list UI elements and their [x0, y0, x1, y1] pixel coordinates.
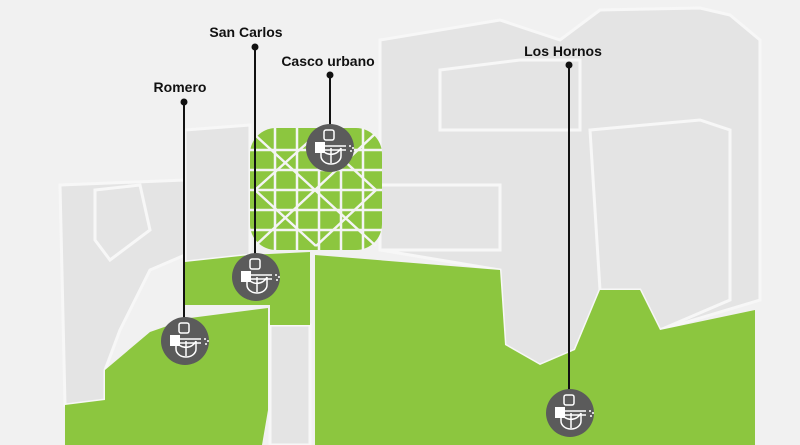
label-romero: Romero [153, 79, 207, 95]
pin-los-hornos [545, 388, 595, 438]
area-los-hornos [315, 255, 755, 445]
pin-casco-urbano [305, 123, 355, 173]
label-san-carlos: San Carlos [209, 24, 283, 40]
label-los-hornos: Los Hornos [524, 43, 602, 59]
pin-romero [160, 316, 210, 366]
leader-lines [180, 43, 573, 402]
pin-san-carlos [231, 252, 281, 302]
area-romero [65, 308, 268, 445]
label-casco-urbano: Casco urbano [281, 53, 375, 69]
